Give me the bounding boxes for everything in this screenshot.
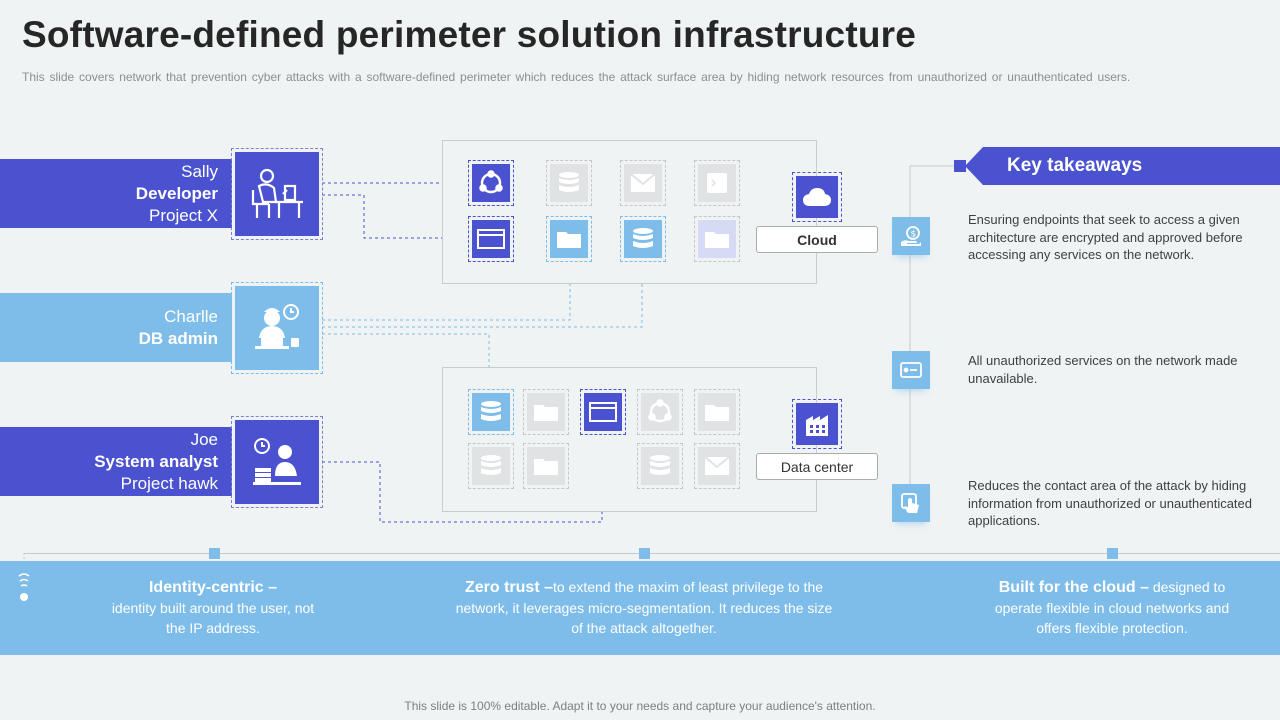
feature-heading: Identity-centric –: [148, 579, 278, 596]
tile-database-blue: [620, 216, 666, 262]
terminal-icon: [707, 173, 727, 193]
database-icon: [481, 455, 501, 475]
tile-browser-window: [468, 216, 514, 262]
role-name: Sally: [181, 161, 218, 181]
feature-text: identity built around the user, not the …: [111, 600, 315, 636]
folder-icon: [534, 405, 558, 421]
page-title: Software-defined perimeter solution infr…: [22, 14, 917, 55]
tile-mail-gray: [694, 443, 740, 489]
network-hub-icon: [648, 399, 672, 423]
browser-window-icon: [589, 402, 617, 422]
svg-text:$: $: [911, 230, 917, 240]
tile-folder-blue: [546, 216, 592, 262]
takeaways-marker: [954, 160, 966, 172]
cloud-icon: [803, 188, 831, 206]
feature-text: designed to operate flexible in cloud ne…: [994, 579, 1230, 636]
timeline-marker-3: [1107, 548, 1118, 559]
tile-browser-window: [580, 389, 626, 435]
feature-zero-trust: Zero trust –to extend the maxim of least…: [454, 577, 834, 638]
datacenter-label: Data center: [756, 453, 878, 480]
feature-text: to extend the maxim of least privilege t…: [455, 579, 833, 636]
footer-note: This slide is 100% editable. Adapt it to…: [404, 699, 876, 713]
datacenter-panel: [442, 367, 817, 512]
developer-icon: [251, 168, 303, 218]
database-icon: [559, 172, 579, 192]
network-hub-icon: [479, 170, 503, 194]
database-icon: [650, 455, 670, 475]
system-analyst-icon-box: [231, 416, 323, 508]
takeaway-text-1: Ensuring endpoints that seek to access a…: [968, 212, 1243, 262]
takeaway-text-2: All unauthorized services on the network…: [968, 353, 1238, 386]
tile-database-gray: [468, 443, 514, 489]
tile-folder-gray: [523, 389, 569, 435]
database-icon: [481, 401, 501, 421]
takeaway-text-3: Reduces the contact area of the attack b…: [968, 478, 1253, 528]
takeaway-icon-3: [892, 484, 930, 522]
cloud-label: Cloud: [756, 226, 878, 253]
role-project: Project X: [149, 205, 218, 225]
database-icon: [633, 228, 653, 248]
timeline-marker-2: [639, 548, 650, 559]
cloud-node: [792, 172, 842, 222]
tile-terminal-gray: [694, 160, 740, 206]
tile-network-hub: [468, 160, 514, 206]
role-bar-charlle: Charlle DB admin: [0, 293, 232, 362]
mail-icon: [704, 456, 730, 475]
role-bar-sally: Sally Developer Project X: [0, 159, 232, 228]
folder-icon: [534, 459, 558, 475]
browser-window-icon: [477, 229, 505, 249]
feature-built-for-cloud: Built for the cloud – designed to operat…: [988, 577, 1236, 638]
folder-icon: [705, 405, 729, 421]
tile-folder-gray: [694, 389, 740, 435]
takeaway-icon-2: [892, 351, 930, 389]
role-name: Joe: [190, 429, 218, 449]
db-admin-icon: [255, 304, 299, 349]
tile-database-gray: [637, 443, 683, 489]
role-name: Charlle: [164, 306, 218, 326]
feature-identity-centric: Identity-centric – identity built around…: [104, 577, 322, 638]
server-icon: [900, 362, 922, 378]
tile-database-gray: [546, 160, 592, 206]
role-bar-joe: Joe System analyst Project hawk: [0, 427, 232, 496]
tile-network-hub-gray: [637, 389, 683, 435]
role-title: DB admin: [138, 328, 218, 348]
tile-folder-lavender: [694, 216, 740, 262]
tile-folder-gray: [523, 443, 569, 489]
role-project: Project hawk: [120, 473, 218, 493]
touch-icon: [901, 493, 919, 513]
tile-mail-gray: [620, 160, 666, 206]
feature-heading: Zero trust –: [464, 579, 553, 596]
folder-icon: [705, 232, 729, 248]
datacenter-node: [792, 399, 842, 449]
features-band: [0, 561, 1280, 655]
folder-icon: [557, 232, 581, 248]
feature-heading: Built for the cloud –: [998, 579, 1149, 596]
takeaways-banner: Key takeaways: [965, 147, 1280, 185]
db-admin-icon-box: [231, 282, 323, 374]
system-analyst-icon: [253, 438, 301, 485]
developer-icon-box: [231, 148, 323, 240]
page-subtitle: This slide covers network that preventio…: [22, 70, 1131, 84]
building-icon: [806, 415, 828, 436]
mail-icon: [630, 173, 656, 192]
money-hand-icon: $: [901, 226, 921, 246]
tile-database-blue: [468, 389, 514, 435]
signal-icon: [18, 573, 30, 601]
role-title: Developer: [135, 183, 218, 203]
role-title: System analyst: [94, 451, 218, 471]
timeline-line: [24, 553, 1280, 554]
takeaway-icon-1: $: [892, 217, 930, 255]
timeline-marker-1: [209, 548, 220, 559]
